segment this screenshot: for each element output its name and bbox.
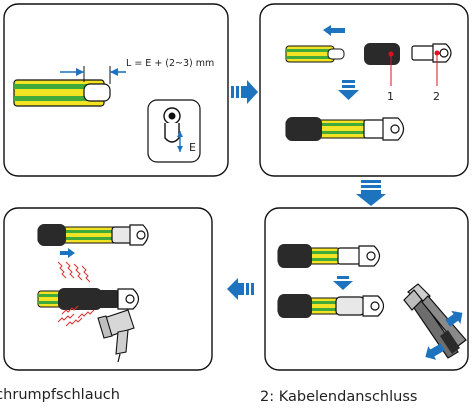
flow-arrow-left-icon xyxy=(227,278,254,300)
heat-wave-icon xyxy=(57,261,95,327)
cable-with-tube-icon xyxy=(37,224,149,246)
panel-strip: L = E + (2~3) mm E xyxy=(3,3,229,177)
stripped-cable-small-icon xyxy=(285,45,345,63)
ot-terminal-icon xyxy=(411,43,452,63)
panel-assemble: 1 2 xyxy=(259,3,469,177)
push-arrow-icon xyxy=(323,25,345,36)
stripped-cable-icon xyxy=(13,79,111,107)
cable-lug-icon xyxy=(147,99,201,163)
panel-crimp xyxy=(264,207,469,371)
heat-shrink-tube-icon xyxy=(364,43,400,65)
cable-after-crimp-icon xyxy=(277,294,385,318)
crimp-down-arrow-icon xyxy=(333,276,353,290)
slide-arrow-icon xyxy=(60,248,75,258)
legend-item-2: 2: Kabelendanschluss xyxy=(260,389,417,405)
cable-before-crimp-icon xyxy=(277,244,381,268)
part-2-label: 2 xyxy=(433,90,440,103)
cable-shrunk-icon xyxy=(37,288,140,310)
press-arrow-icon xyxy=(425,310,463,360)
flow-arrow-right-icon xyxy=(231,80,258,104)
strip-length-formula: L = E + (2~3) mm xyxy=(126,58,214,69)
dimension-e-label: E xyxy=(189,141,196,154)
crimping-tool-icon xyxy=(403,283,467,359)
panel-shrink-frame xyxy=(3,207,213,371)
legend-item-1: Schrumpfschlauch xyxy=(0,387,120,403)
flow-arrow-down-icon xyxy=(356,180,386,206)
panel-shrink xyxy=(3,207,213,371)
part-1-label: 1 xyxy=(387,90,394,103)
heat-gun-icon xyxy=(97,309,135,363)
assembled-cable-icon xyxy=(285,117,405,141)
dimension-arrow-icon xyxy=(60,66,126,84)
down-arrow-icon xyxy=(338,80,359,100)
